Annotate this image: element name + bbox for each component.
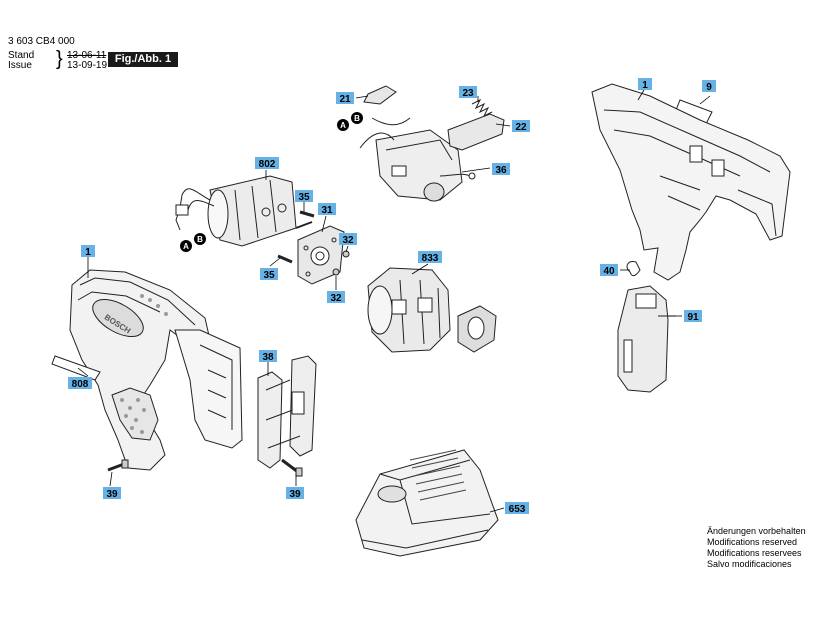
note-line: Modifications reservees xyxy=(707,548,802,558)
leader-32-top xyxy=(345,245,349,253)
gearbox-833 xyxy=(367,267,497,353)
issue-date: 13-09-19 xyxy=(67,60,108,71)
leader-31 xyxy=(321,215,327,233)
label-strip-808 xyxy=(51,355,101,381)
label-box-653 xyxy=(505,502,529,514)
leader-1-right xyxy=(637,89,645,101)
label-22: 22 xyxy=(515,122,527,133)
connector-a-top xyxy=(337,119,349,131)
label-1-right: 1 xyxy=(642,80,648,91)
battery-charger-653 xyxy=(355,449,499,557)
screw-39-right xyxy=(281,458,303,477)
leader-833 xyxy=(411,263,429,275)
tool-housing-left: BOSCH xyxy=(69,269,243,471)
label-box-39-left xyxy=(103,487,121,499)
label-box-40 xyxy=(600,264,618,276)
leader-9 xyxy=(699,95,711,105)
note-line: Modifications reserved xyxy=(707,537,798,547)
label-box-35-top xyxy=(295,190,313,202)
label-box-833 xyxy=(418,251,442,263)
connector-b-top-label: B xyxy=(354,114,360,123)
label-box-808 xyxy=(68,377,92,389)
label-833: 833 xyxy=(422,253,439,264)
label-35-top: 35 xyxy=(298,192,310,203)
label-box-35-bottom xyxy=(260,268,278,280)
slide-switch-22 xyxy=(447,113,505,151)
label-21: 21 xyxy=(339,94,351,105)
label-32-top: 32 xyxy=(342,235,354,246)
screw-39-left xyxy=(107,459,129,472)
cover-21 xyxy=(363,85,397,105)
leader-36 xyxy=(461,167,491,173)
label-1-left: 1 xyxy=(85,247,91,258)
screw-32-bottom xyxy=(332,268,340,276)
label-808: 808 xyxy=(72,379,89,390)
leader-35-bottom xyxy=(269,257,281,267)
connector-b-motor-label: B xyxy=(197,235,203,244)
label-box-91 xyxy=(684,310,702,322)
label-box-38 xyxy=(259,350,277,362)
label-31: 31 xyxy=(321,205,333,216)
battery-pack-91 xyxy=(617,285,676,393)
switch-module-36 xyxy=(359,117,476,202)
label-box-32-bottom xyxy=(327,291,345,303)
label-653: 653 xyxy=(509,504,526,515)
tool-housing-right xyxy=(591,83,791,281)
modifications-note: Änderungen vorbehalten Modifications res… xyxy=(707,526,806,570)
label-32-bottom: 32 xyxy=(330,293,342,304)
stand-label: Stand xyxy=(8,50,35,61)
issue-label: Issue xyxy=(8,60,32,71)
leader-653 xyxy=(489,507,505,513)
label-box-9 xyxy=(702,80,716,92)
label-box-1-left xyxy=(81,245,95,257)
label-40: 40 xyxy=(603,266,615,277)
figure-badge: Fig./Abb. 1 xyxy=(108,52,178,67)
connector-b-motor xyxy=(194,233,206,245)
leader-39-left xyxy=(109,471,113,487)
retaining-clip-40 xyxy=(626,261,641,277)
label-box-1-right xyxy=(638,78,652,90)
belt-clip-38 xyxy=(257,355,317,469)
doc-number: 3 603 CB4 000 xyxy=(8,36,75,47)
label-box-31 xyxy=(318,203,336,215)
spring-23 xyxy=(471,98,493,118)
label-box-39-right xyxy=(286,487,304,499)
stand-date: 13-06-11 xyxy=(67,50,107,61)
screw-35-bottom xyxy=(277,254,293,264)
label-box-23 xyxy=(459,86,477,98)
label-box-21 xyxy=(336,92,354,104)
label-802: 802 xyxy=(259,159,276,170)
connector-a-motor xyxy=(180,240,192,252)
label-box-36 xyxy=(492,163,510,175)
label-91: 91 xyxy=(687,312,699,323)
leader-21 xyxy=(355,95,369,99)
connector-b-top xyxy=(351,112,363,124)
label-36: 36 xyxy=(495,165,507,176)
brace: } xyxy=(56,48,63,70)
note-line: Salvo modificaciones xyxy=(707,559,792,569)
leader-22 xyxy=(495,123,511,127)
label-9: 9 xyxy=(706,82,712,93)
label-39-left: 39 xyxy=(106,489,118,500)
motor-802 xyxy=(175,175,313,247)
connector-a-motor-label: A xyxy=(183,242,189,251)
label-38: 38 xyxy=(262,352,274,363)
label-39-right: 39 xyxy=(289,489,301,500)
label-35-bottom: 35 xyxy=(263,270,275,281)
label-box-32-top xyxy=(339,233,357,245)
note-line: Änderungen vorbehalten xyxy=(707,526,806,536)
label-23: 23 xyxy=(462,88,474,99)
connector-a-top-label: A xyxy=(340,121,346,130)
leader-808 xyxy=(77,367,89,377)
label-box-22 xyxy=(512,120,530,132)
screw-35-top xyxy=(299,210,315,218)
mounting-plate-31 xyxy=(297,225,345,285)
label-box-802 xyxy=(255,157,279,169)
